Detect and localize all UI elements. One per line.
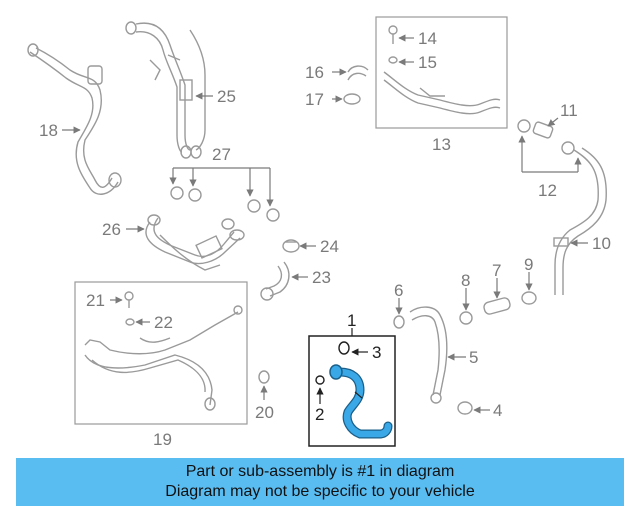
callout-23: 23 bbox=[312, 268, 331, 287]
callout-20: 20 bbox=[255, 403, 274, 422]
banner-line-2: Diagram may not be specific to your vehi… bbox=[165, 483, 475, 500]
info-banner: Part or sub-assembly is #1 in diagram Di… bbox=[16, 458, 624, 506]
callout-5: 5 bbox=[469, 348, 478, 367]
callout-21: 21 bbox=[86, 291, 105, 310]
leader-11 bbox=[547, 117, 559, 127]
callout-7: 7 bbox=[492, 261, 501, 280]
clamps-27-leaders bbox=[169, 167, 274, 207]
pipes-25 bbox=[125, 21, 206, 159]
callout-3: 3 bbox=[372, 343, 381, 362]
parts-diagram: 1 2 3 4 5 6 7 8 9 10 11 12 13 14 15 16 1… bbox=[27, 16, 611, 449]
callout-27: 27 bbox=[212, 145, 231, 164]
group-box-19 bbox=[74, 281, 248, 425]
callout-19: 19 bbox=[153, 430, 172, 449]
callout-15: 15 bbox=[418, 53, 437, 72]
callout-10: 10 bbox=[592, 234, 611, 253]
callout-8: 8 bbox=[461, 271, 470, 290]
hose-18 bbox=[27, 43, 122, 195]
callout-2: 2 bbox=[315, 405, 324, 424]
callout-4: 4 bbox=[493, 401, 502, 420]
callout-1: 1 bbox=[347, 311, 356, 330]
leader-12 bbox=[518, 135, 582, 173]
part-24 bbox=[282, 239, 300, 253]
callout-12: 12 bbox=[538, 181, 557, 200]
group-box-1 bbox=[308, 335, 396, 447]
clamps-27 bbox=[170, 186, 280, 222]
group-box-13 bbox=[375, 16, 508, 129]
part-20 bbox=[258, 370, 270, 384]
parts-10-11-12 bbox=[517, 119, 607, 295]
parts-6-7-8-9 bbox=[393, 291, 537, 329]
callout-22: 22 bbox=[154, 313, 173, 332]
hose-23 bbox=[260, 261, 290, 301]
hose-5 bbox=[409, 306, 473, 415]
callout-24: 24 bbox=[320, 237, 339, 256]
callout-26: 26 bbox=[102, 220, 121, 239]
callout-25: 25 bbox=[217, 87, 236, 106]
callout-18: 18 bbox=[39, 121, 58, 140]
callout-6: 6 bbox=[394, 281, 403, 300]
parts-19-21-22 bbox=[84, 291, 243, 411]
banner-line-1: Part or sub-assembly is #1 in diagram bbox=[185, 463, 455, 480]
parts-13-14-15 bbox=[383, 25, 501, 115]
parts-16-17 bbox=[343, 65, 369, 105]
callout-16: 16 bbox=[305, 63, 324, 82]
hose-1-highlighted bbox=[315, 341, 393, 439]
hoses-26 bbox=[145, 214, 245, 271]
callout-14: 14 bbox=[418, 29, 437, 48]
callout-13: 13 bbox=[432, 135, 451, 154]
callout-9: 9 bbox=[524, 255, 533, 274]
callout-11: 11 bbox=[560, 101, 578, 120]
callout-17: 17 bbox=[305, 90, 324, 109]
